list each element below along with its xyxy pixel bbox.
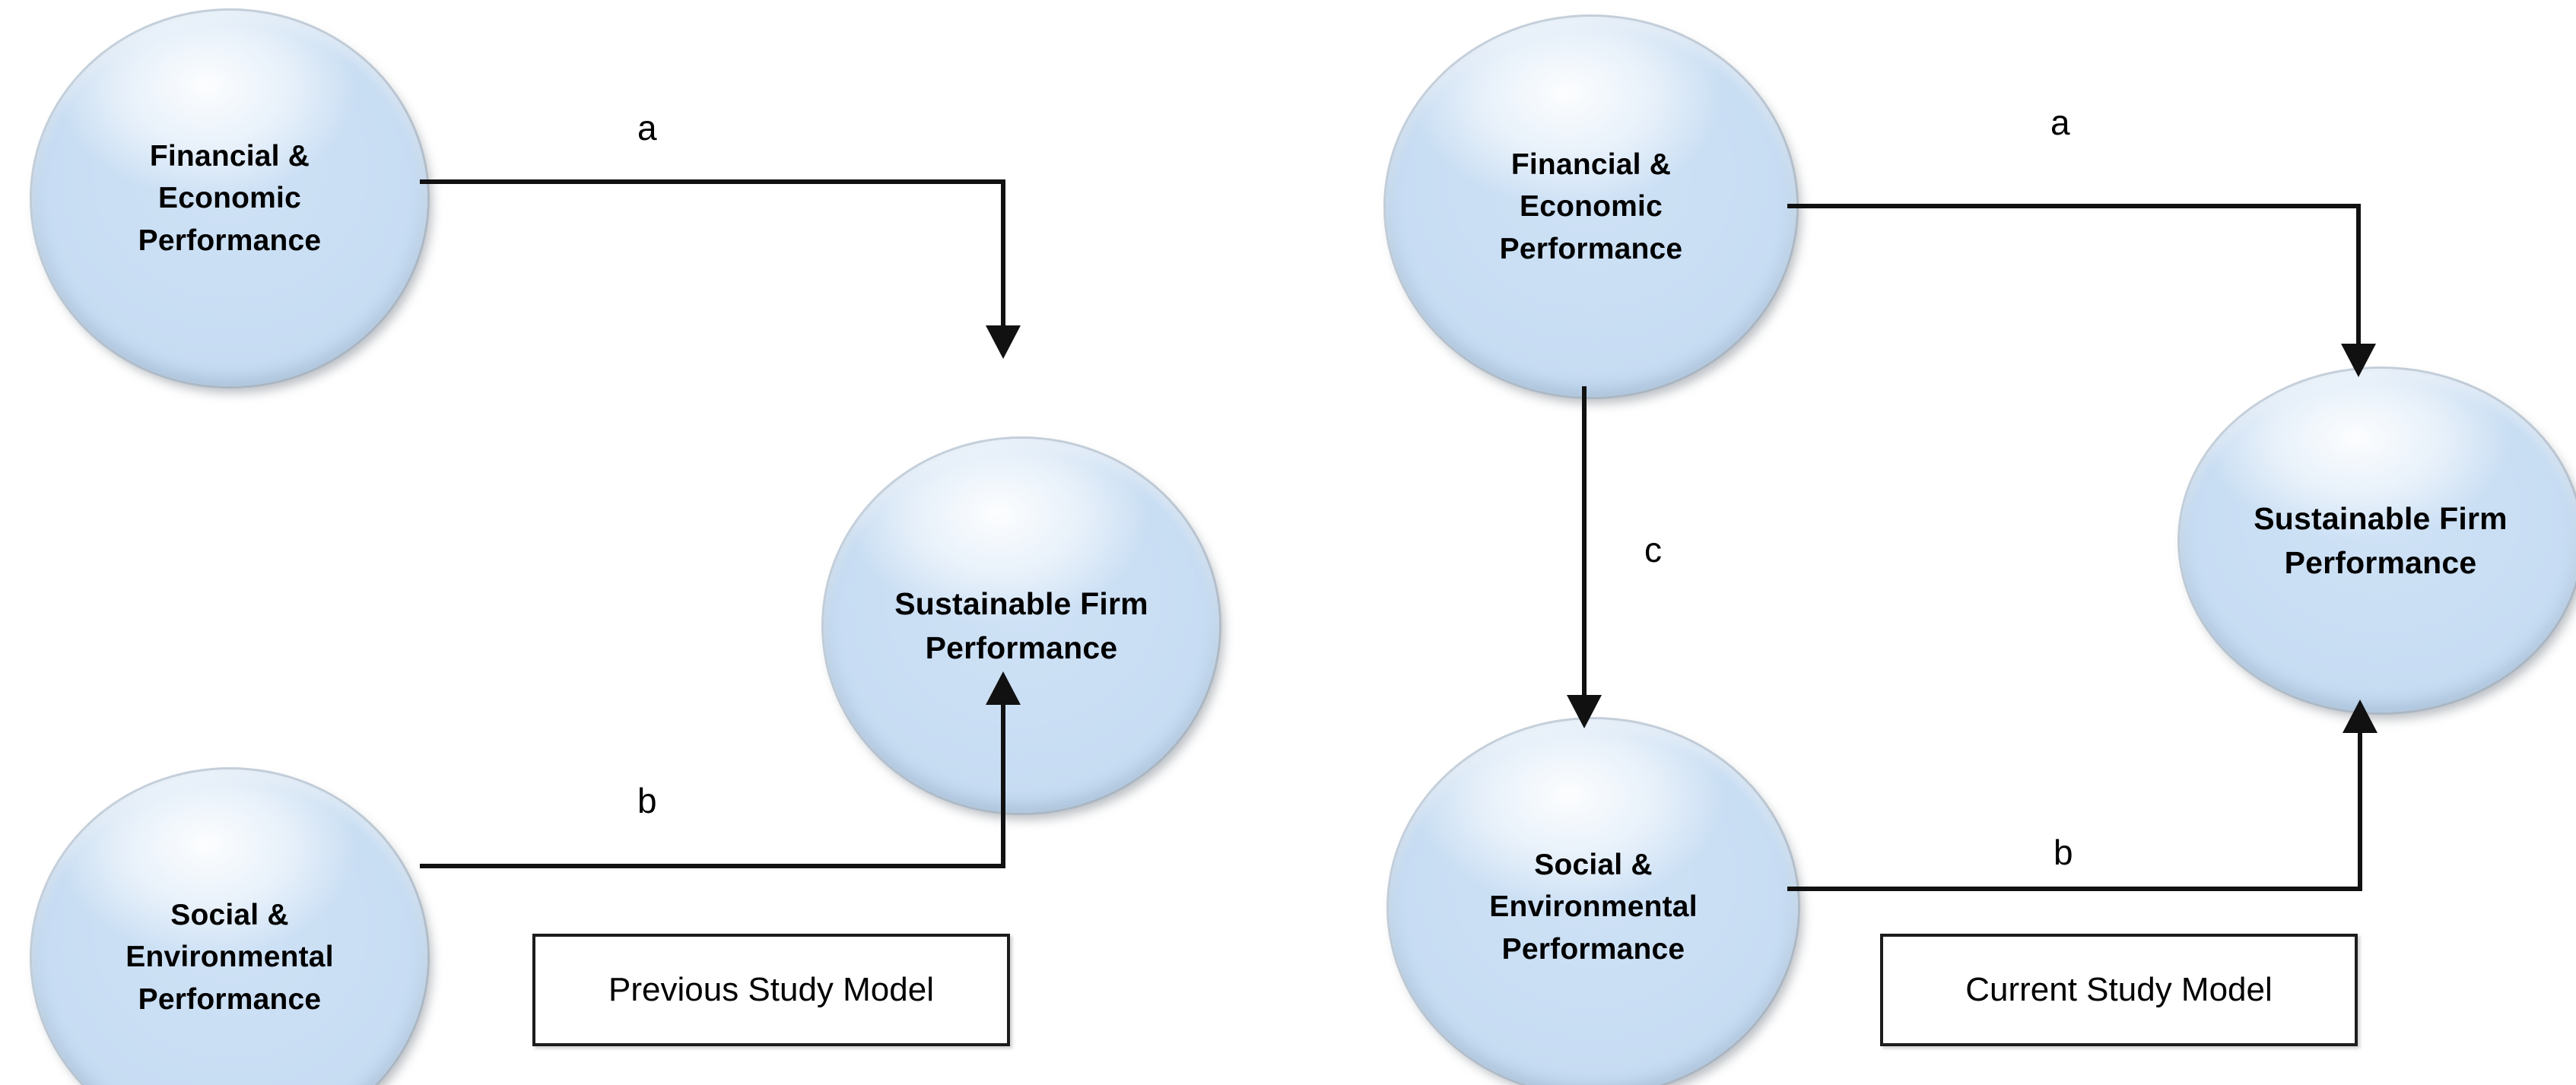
node-sustainable-firm-performance-previous[interactable]: Sustainable Firm Performance <box>824 439 1219 813</box>
path-label-a-previous: a <box>637 108 657 148</box>
path-a-horizontal-segment-current <box>1787 204 2361 208</box>
path-a-arrowhead-previous <box>986 325 1021 359</box>
caption-box-current-study-model: Current Study Model <box>1880 934 2358 1046</box>
path-label-c-current: c <box>1644 530 1662 569</box>
path-a-horizontal-segment-previous <box>420 179 1005 184</box>
path-b-vertical-segment-current <box>2358 731 2362 890</box>
node-label: Social & Environmental Performance <box>1489 848 1698 966</box>
caption-text: Previous Study Model <box>608 971 934 1008</box>
node-label: Financial & Economic Performance <box>138 139 322 257</box>
node-financial-economic-performance-current[interactable]: Financial & Economic Performance <box>1386 17 1796 397</box>
node-label: Sustainable Firm Performance <box>2254 500 2508 580</box>
path-label-a-current: a <box>2050 103 2070 142</box>
path-a-vertical-segment-previous <box>1001 179 1005 330</box>
path-label-b-current: b <box>2053 833 2073 872</box>
node-label: Social & Environmental Performance <box>125 898 334 1016</box>
path-b-vertical-segment-previous <box>1001 703 1005 867</box>
path-b-arrowhead-current <box>2343 700 2377 733</box>
caption-box-previous-study-model: Previous Study Model <box>532 934 1010 1046</box>
node-label: Sustainable Firm Performance <box>894 585 1148 665</box>
path-a-arrowhead-current <box>2341 344 2376 377</box>
path-c-arrowhead-current <box>1567 695 1602 728</box>
node-financial-economic-performance-previous[interactable]: Financial & Economic Performance <box>32 11 427 386</box>
path-b-horizontal-segment-previous <box>420 864 1005 868</box>
path-b-horizontal-segment-current <box>1787 887 2362 891</box>
path-b-arrowhead-previous <box>986 671 1021 705</box>
caption-text: Current Study Model <box>1965 971 2273 1008</box>
path-label-b-previous: b <box>637 781 657 820</box>
path-c-vertical-segment-current <box>1582 386 1587 700</box>
node-label: Financial & Economic Performance <box>1499 148 1683 265</box>
node-sustainable-firm-performance-current[interactable]: Sustainable Firm Performance <box>2180 369 2576 712</box>
node-social-environmental-performance-current[interactable]: Social & Environmental Performance <box>1389 719 1798 1085</box>
node-social-environmental-performance-previous[interactable]: Social & Environmental Performance <box>32 769 427 1085</box>
path-a-vertical-segment-current <box>2356 204 2361 348</box>
